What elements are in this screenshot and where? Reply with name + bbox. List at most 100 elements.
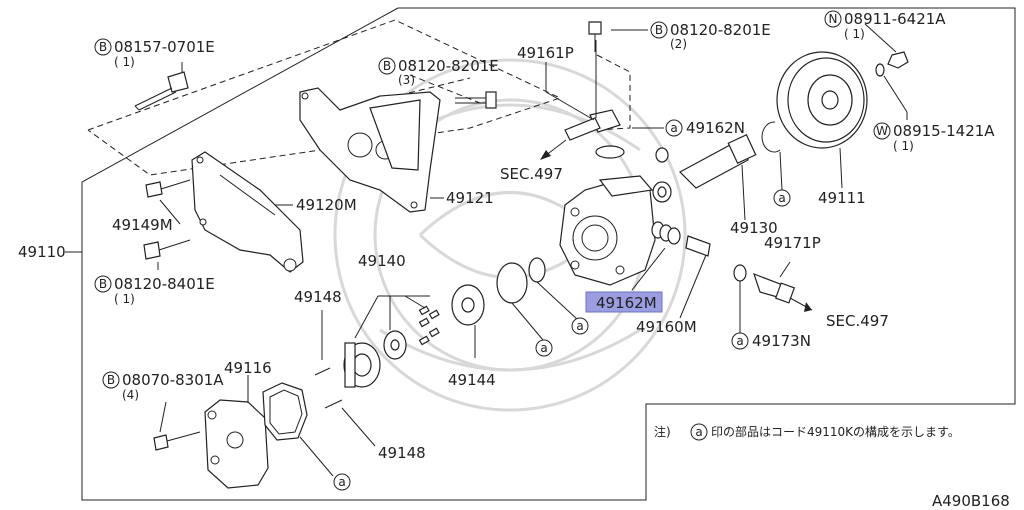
label-49160m: 49160M	[636, 318, 697, 336]
cover-gasket-icon	[262, 382, 334, 477]
snap-ring-icon	[761, 121, 781, 153]
o-ring-49173n-icon	[733, 264, 747, 333]
small-o-ring-icon	[655, 147, 669, 163]
kit-marker-seal: a	[773, 151, 791, 207]
bolt-08120-2-icon	[588, 21, 602, 52]
svg-text:B: B	[107, 373, 115, 387]
svg-text:08120-8201E: 08120-8201E	[670, 21, 771, 39]
kit-marker-o-ring-medium: a	[571, 317, 589, 335]
label-49173n: 49173N	[752, 332, 811, 350]
label-49161p: 49161P	[517, 44, 574, 62]
shaft-49130-icon	[679, 134, 757, 221]
svg-text:a: a	[576, 319, 583, 333]
rear-bracket-49121-icon	[299, 87, 441, 213]
diagram-code: A490B168	[932, 492, 1010, 510]
svg-text:08070-8301A: 08070-8301A	[122, 371, 224, 389]
label-49162n: 49162N	[686, 119, 745, 137]
svg-text:印の部品はコード49110Kの構成を示します。: 印の部品はコード49110Kの構成を示します。	[711, 424, 960, 439]
fastener-08915-1421a: W 08915-1421A ( 1)	[873, 122, 995, 153]
bolt-08070-icon	[153, 431, 201, 451]
label-49116: 49116	[224, 359, 272, 377]
svg-text:( 1): ( 1)	[114, 55, 135, 69]
fastener-08120-8401e: B 08120-8401E ( 1)	[94, 275, 215, 306]
kit-marker-gasket: a	[333, 473, 351, 491]
rotor-icon	[383, 330, 407, 360]
svg-text:a: a	[778, 191, 785, 205]
svg-text:注): 注)	[654, 424, 671, 439]
dowel-pin-lower-icon	[324, 399, 376, 447]
bolt-08120-8401e-icon	[143, 239, 191, 260]
spring-icon	[631, 221, 681, 291]
label-49148-upper: 49148	[294, 288, 342, 306]
label-49121: 49121	[446, 189, 494, 207]
svg-text:B: B	[99, 40, 107, 54]
washer-08915-icon	[875, 63, 908, 120]
fastener-08070-8301a: B 08070-8301A (4)	[102, 371, 224, 402]
kit-marker-o-ring-large: a	[535, 339, 553, 357]
fitting-49171p-icon	[753, 272, 813, 312]
svg-text:(4): (4)	[122, 388, 139, 402]
assembly-frame	[81, 7, 1016, 501]
svg-text:( 1): ( 1)	[114, 292, 135, 306]
fastener-08120-8201e-2: B 08120-8201E (2)	[650, 21, 771, 51]
bracket-dashed-outline	[87, 19, 562, 176]
svg-text:B: B	[655, 23, 663, 37]
fastener-08157-0701e: B 08157-0701E ( 1)	[94, 38, 215, 69]
pump-body-icon	[559, 175, 656, 286]
bolt-49149m-icon	[145, 179, 191, 198]
svg-text:a: a	[670, 121, 677, 135]
sec497-arrow-upper	[540, 139, 567, 160]
kit-note: 注) a 印の部品はコード49110Kの構成を示します。	[654, 423, 960, 441]
label-49111: 49111	[818, 189, 866, 207]
label-49171p: 49171P	[764, 234, 821, 252]
flow-valve-icon	[679, 235, 711, 319]
label-49120m: 49120M	[296, 196, 357, 214]
label-49130: 49130	[730, 219, 778, 237]
label-49144: 49144	[448, 371, 496, 389]
large-o-ring-icon	[496, 262, 544, 341]
side-plate-49144-icon	[451, 284, 485, 358]
svg-text:N: N	[829, 12, 838, 26]
svg-text:( 1): ( 1)	[893, 139, 914, 153]
svg-text:a: a	[736, 334, 743, 348]
vanes-icon	[418, 305, 440, 346]
label-sec497-upper: SEC.497	[500, 165, 563, 183]
svg-text:(3): (3)	[398, 73, 415, 87]
svg-text:08120-8401E: 08120-8401E	[114, 275, 215, 293]
label-sec497-lower: SEC.497	[826, 312, 889, 330]
medium-o-ring-icon	[528, 257, 579, 321]
svg-text:W: W	[876, 124, 888, 138]
svg-text:B: B	[383, 59, 391, 73]
label-49140: 49140	[358, 252, 406, 270]
seal-icon	[652, 181, 672, 203]
kit-marker-49162n: a	[665, 119, 683, 137]
svg-text:(2): (2)	[670, 37, 687, 51]
svg-text:08120-8201E: 08120-8201E	[398, 57, 499, 75]
label-49149m: 49149M	[112, 216, 173, 234]
fastener-08911-6421a: N 08911-6421A ( 1)	[824, 10, 946, 41]
svg-text:08157-0701E: 08157-0701E	[114, 38, 215, 56]
kit-marker-49173n: a	[731, 332, 749, 350]
nut-08911-icon	[887, 51, 909, 69]
svg-text:08915-1421A: 08915-1421A	[893, 122, 995, 140]
dowel-pin-upper-icon	[314, 310, 331, 376]
bolt-08120-3-icon	[455, 91, 497, 109]
connector-49161p-icon	[564, 40, 625, 159]
svg-text:B: B	[99, 277, 107, 291]
svg-text:a: a	[695, 425, 702, 439]
svg-text:a: a	[338, 475, 345, 489]
front-bracket-49120m-icon	[191, 151, 304, 273]
label-49110: 49110	[18, 243, 66, 261]
svg-text:a: a	[540, 341, 547, 355]
svg-text:( 1): ( 1)	[844, 27, 865, 41]
highlighted-part-49162m[interactable]: 49162M	[585, 291, 663, 313]
svg-text:49162M: 49162M	[596, 294, 657, 312]
label-49148-lower: 49148	[378, 444, 426, 462]
rear-cover-49116-icon	[204, 375, 269, 489]
svg-text:08911-6421A: 08911-6421A	[844, 10, 946, 28]
bolt-08157-icon	[134, 71, 189, 111]
fastener-08120-8201e-3: B 08120-8201E (3)	[378, 57, 499, 87]
pulley-49111-icon	[776, 51, 868, 189]
cam-ring-icon	[343, 342, 381, 388]
